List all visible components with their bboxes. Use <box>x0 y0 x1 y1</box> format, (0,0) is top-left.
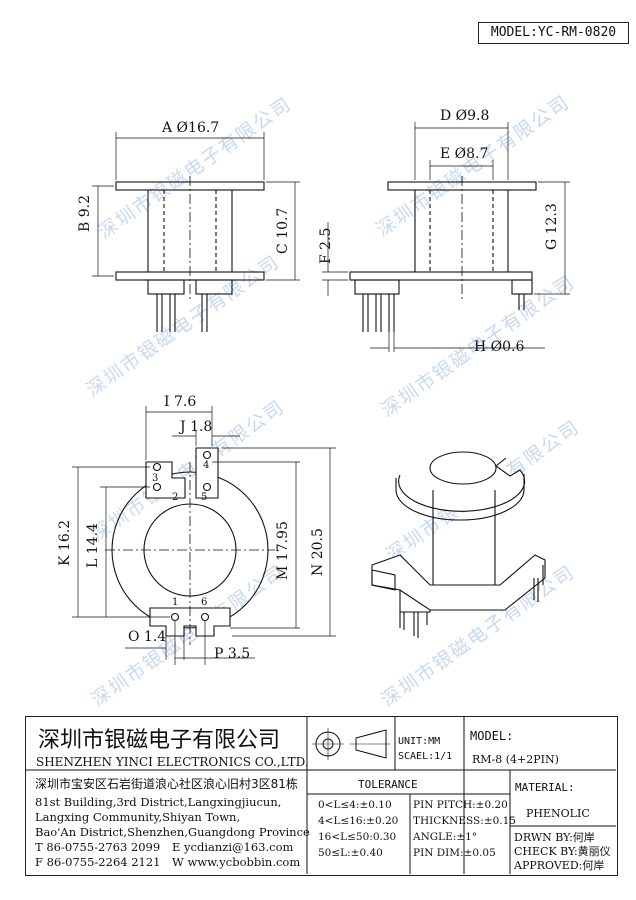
material-value: PHENOLIC <box>526 807 590 820</box>
dim-a-label: A Ø16.7 <box>162 120 220 136</box>
dim-n-label: N 20.5 <box>310 528 326 576</box>
dim-f-label: F 2.5 <box>318 227 334 264</box>
address-en-2: Langxing Community,Shiyan Town, <box>35 810 241 824</box>
title-block-lines <box>25 716 616 874</box>
pin-number: 6 <box>201 597 208 608</box>
address-en-1: 81st Building,3rd District,Langxingjiucu… <box>35 795 282 809</box>
pin-number: 3 <box>152 473 159 484</box>
tolerance-row: 4<L≤16:±0.20 <box>318 815 399 827</box>
tolerance-row: 0<L≤4:±0.10 <box>318 799 392 811</box>
address-cn: 深圳市宝安区石岩街道浪心社区浪心旧村3区81栋 <box>35 777 298 791</box>
title-block <box>25 716 618 876</box>
dim-e-label: E Ø8.7 <box>440 146 489 162</box>
isometric-view <box>371 451 546 638</box>
pin-number: 4 <box>203 460 210 471</box>
web: W www.ycbobbin.com <box>172 855 301 869</box>
material-label: MATERIAL: <box>515 781 575 794</box>
pin-number: 5 <box>201 492 208 503</box>
email: E ycdianzi@163.com <box>172 840 294 854</box>
tolerance-row: 50≤L:±0.40 <box>318 847 383 859</box>
fax: F 86-0755-2264 2121 <box>35 855 161 869</box>
company-name-cn: 深圳市银磁电子有限公司 <box>38 728 281 753</box>
approved-by: APPROVED:何岸 <box>514 859 605 872</box>
bottom-view <box>72 406 336 665</box>
tel: T 86-0755-2763 2099 <box>35 840 161 854</box>
pin-number: 2 <box>172 492 179 503</box>
side-view <box>322 122 570 352</box>
tolerance-row-right: THICKNESS:±0.15 <box>413 815 516 827</box>
scale-label: SCAEL:1/1 <box>398 751 453 762</box>
check-by: CHECK BY:黄丽仪 <box>514 845 611 858</box>
dim-c-label: C 10.7 <box>275 207 291 254</box>
dim-o-label: O 1.4 <box>128 629 167 645</box>
model-value: RM-8 (4+2PIN) <box>472 753 559 766</box>
dim-m-label: M 17.95 <box>275 521 291 580</box>
dim-p-label: P 3.5 <box>214 646 251 662</box>
dim-l-label: L 14.4 <box>85 523 101 568</box>
dim-d-label: D Ø9.8 <box>440 108 490 124</box>
drawn-by: DRWN BY:何岸 <box>514 831 595 844</box>
address-en-3: Bao'An District,Shenzhen,Guangdong Provi… <box>35 825 310 839</box>
dim-h-label: H Ø0.6 <box>474 339 525 355</box>
dim-k-label: K 16.2 <box>57 519 73 566</box>
tolerance-row-right: ANGLE:±1° <box>413 831 478 843</box>
tolerance-title: TOLERANCE <box>358 778 418 791</box>
company-name-en: SHENZHEN YINCI ELECTRONICS CO.,LTD. <box>36 755 309 769</box>
unit-label: UNIT:MM <box>398 736 441 747</box>
dim-g-label: G 12.3 <box>544 203 560 250</box>
dim-j-label: J 1.8 <box>180 419 213 435</box>
tolerance-row-right: PIN PITCH:±0.20 <box>413 799 508 811</box>
dim-b-label: B 9.2 <box>77 194 93 232</box>
pin-number: 1 <box>172 597 179 608</box>
tolerance-row-right: PIN DIM:±0.05 <box>413 847 496 859</box>
dim-i-label: I 7.6 <box>164 394 197 410</box>
model-label: MODEL: <box>470 729 514 743</box>
tolerance-row: 16<L≤50:0.30 <box>318 831 397 843</box>
front-view <box>92 132 300 332</box>
model-header: MODEL:YC-RM-0820 <box>478 22 629 44</box>
